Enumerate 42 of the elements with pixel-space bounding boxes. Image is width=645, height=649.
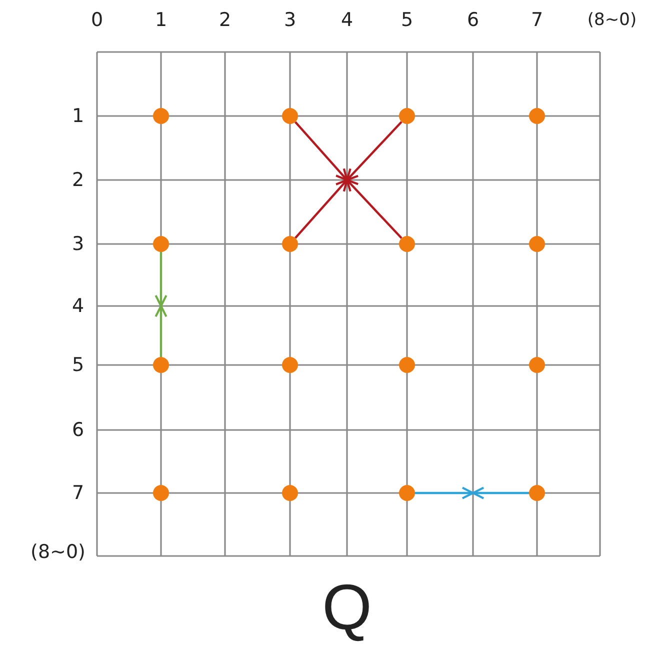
dot <box>399 108 415 124</box>
column-number: 4 <box>340 9 354 31</box>
arrow <box>294 121 348 182</box>
arrow <box>294 178 348 239</box>
arrow <box>472 486 529 500</box>
row-number: 3 <box>72 233 84 255</box>
row-number: 6 <box>72 419 84 441</box>
column-number: 6 <box>466 9 480 31</box>
row-number: 1 <box>72 105 84 127</box>
dot <box>529 108 545 124</box>
dot <box>153 108 169 124</box>
arrow <box>154 252 168 308</box>
dot <box>282 357 298 373</box>
row-number: 4 <box>72 295 84 317</box>
dot <box>529 357 545 373</box>
dot <box>153 236 169 252</box>
dot <box>153 485 169 501</box>
dot <box>399 236 415 252</box>
arrow <box>415 486 474 500</box>
row-number: (8~0) <box>30 541 86 563</box>
column-number: 1 <box>154 9 168 31</box>
dot <box>282 108 298 124</box>
arrow <box>346 178 402 239</box>
dot <box>153 357 169 373</box>
row-number: 2 <box>72 169 84 191</box>
dot <box>399 357 415 373</box>
dot <box>282 485 298 501</box>
column-number: 7 <box>530 9 544 31</box>
column-number: (8~0) <box>587 10 637 30</box>
dot <box>282 236 298 252</box>
dot <box>529 236 545 252</box>
dot <box>529 485 545 501</box>
row-number: 7 <box>72 482 84 504</box>
column-number: 3 <box>284 9 296 31</box>
caption-letter: Q <box>322 570 372 644</box>
dot <box>399 485 415 501</box>
arrow <box>346 121 402 182</box>
column-number: 5 <box>400 9 414 31</box>
row-number: 5 <box>72 354 84 376</box>
column-number: 2 <box>218 9 232 31</box>
column-number: 0 <box>90 9 104 31</box>
arrow <box>154 304 168 357</box>
